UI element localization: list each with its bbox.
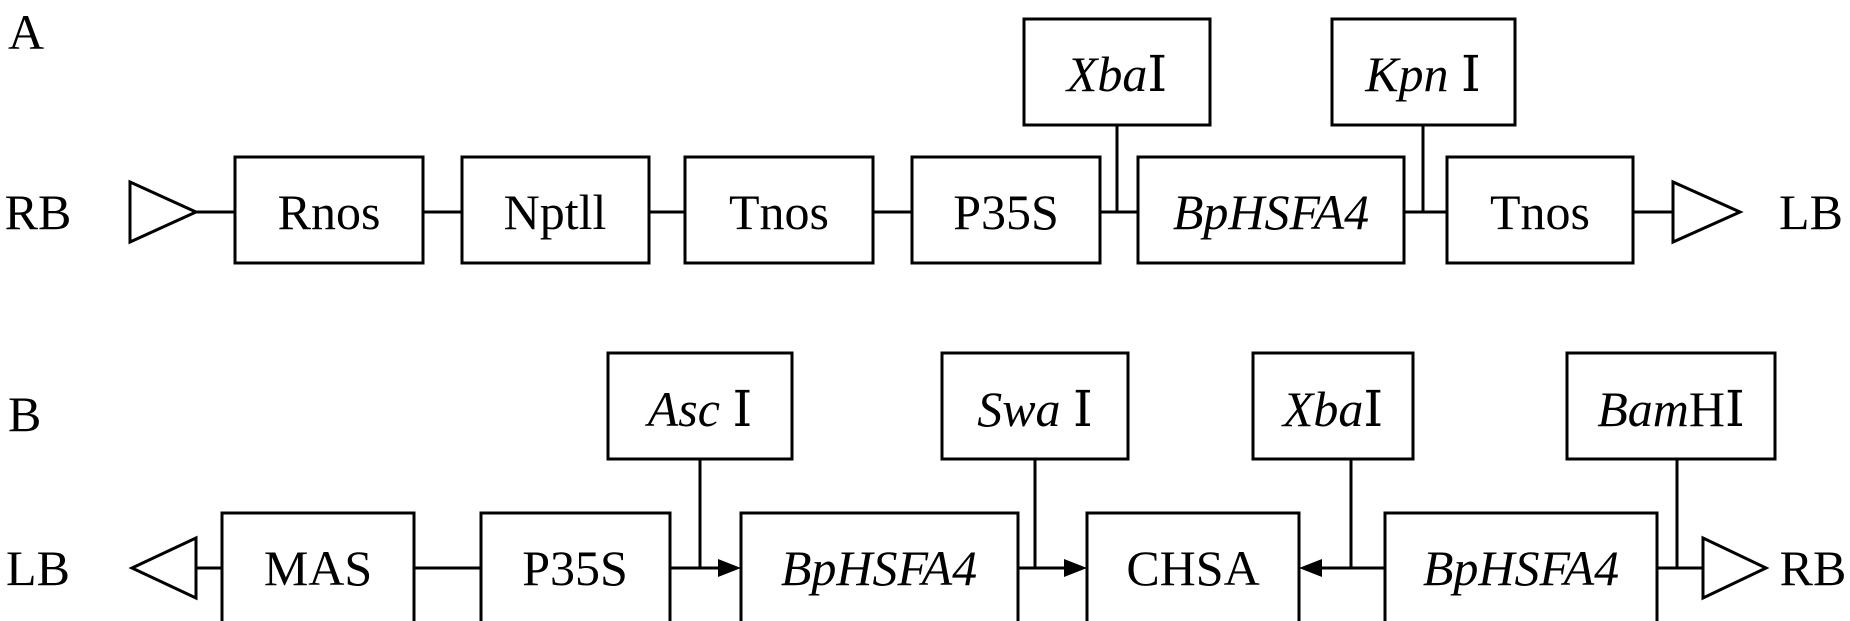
site-kpni: Kpn Ⅰ bbox=[1330, 17, 1517, 212]
end-label-a-left: RB bbox=[5, 184, 72, 240]
svg-text:Tnos: Tnos bbox=[729, 184, 829, 240]
element-tnos-1: Tnos bbox=[683, 155, 875, 265]
svg-text:P35S: P35S bbox=[522, 540, 628, 596]
construct-a: A RB LB Rnos Nptll Tnos P35S bbox=[5, 4, 1843, 265]
element-bphsfa4: BpHSFA4 bbox=[1136, 155, 1406, 265]
panel-label-b: B bbox=[8, 386, 41, 442]
left-border-triangle-icon bbox=[128, 535, 198, 601]
arrowhead-icon bbox=[1299, 559, 1322, 577]
svg-text:Rnos: Rnos bbox=[278, 184, 381, 240]
svg-text:Nptll: Nptll bbox=[504, 184, 607, 240]
right-border-triangle-icon bbox=[1701, 535, 1770, 601]
arrowhead-icon bbox=[718, 559, 741, 577]
construct-b: B LB RB MAS P35S BpHSFA4 CHSA bbox=[6, 351, 1847, 621]
panel-label-a: A bbox=[8, 4, 44, 60]
left-border-triangle-icon bbox=[1671, 179, 1744, 245]
svg-text:XbaⅠ: XbaⅠ bbox=[1281, 381, 1383, 437]
end-label-a-right: LB bbox=[1779, 184, 1843, 240]
svg-text:BpHSFA4: BpHSFA4 bbox=[781, 540, 977, 596]
element-p35s: P35S bbox=[479, 511, 672, 621]
end-label-b-right: RB bbox=[1780, 540, 1847, 596]
element-chsa: CHSA bbox=[1085, 511, 1301, 621]
svg-text:P35S: P35S bbox=[953, 184, 1059, 240]
site-xbai-a: XbaⅠ bbox=[1022, 17, 1212, 212]
svg-text:Swa Ⅰ: Swa Ⅰ bbox=[977, 381, 1093, 437]
right-border-triangle-icon bbox=[128, 179, 200, 245]
svg-text:Tnos: Tnos bbox=[1490, 184, 1590, 240]
site-xbai-b: XbaⅠ bbox=[1251, 351, 1415, 568]
element-rnos: Rnos bbox=[233, 155, 425, 265]
site-bamhi: BamHⅠ bbox=[1565, 351, 1777, 568]
svg-text:Kpn Ⅰ: Kpn Ⅰ bbox=[1364, 46, 1481, 102]
element-tnos-2: Tnos bbox=[1445, 155, 1635, 265]
svg-text:BamHⅠ: BamHⅠ bbox=[1597, 381, 1745, 437]
element-bphsfa4-antisense: BpHSFA4 bbox=[1383, 511, 1659, 621]
svg-text:BpHSFA4: BpHSFA4 bbox=[1423, 540, 1619, 596]
svg-text:BpHSFA4: BpHSFA4 bbox=[1173, 184, 1369, 240]
svg-text:MAS: MAS bbox=[264, 540, 372, 596]
site-swai: Swa Ⅰ bbox=[940, 351, 1130, 568]
element-p35s: P35S bbox=[910, 155, 1102, 265]
element-nptll: Nptll bbox=[460, 155, 651, 265]
svg-text:Asc Ⅰ: Asc Ⅰ bbox=[645, 381, 752, 437]
svg-text:CHSA: CHSA bbox=[1126, 540, 1259, 596]
svg-text:XbaⅠ: XbaⅠ bbox=[1065, 46, 1167, 102]
end-label-b-left: LB bbox=[6, 540, 70, 596]
element-bphsfa4-sense: BpHSFA4 bbox=[739, 511, 1020, 621]
element-mas: MAS bbox=[220, 511, 416, 621]
site-asci: Asc Ⅰ bbox=[606, 351, 794, 568]
arrowhead-icon bbox=[1064, 559, 1087, 577]
